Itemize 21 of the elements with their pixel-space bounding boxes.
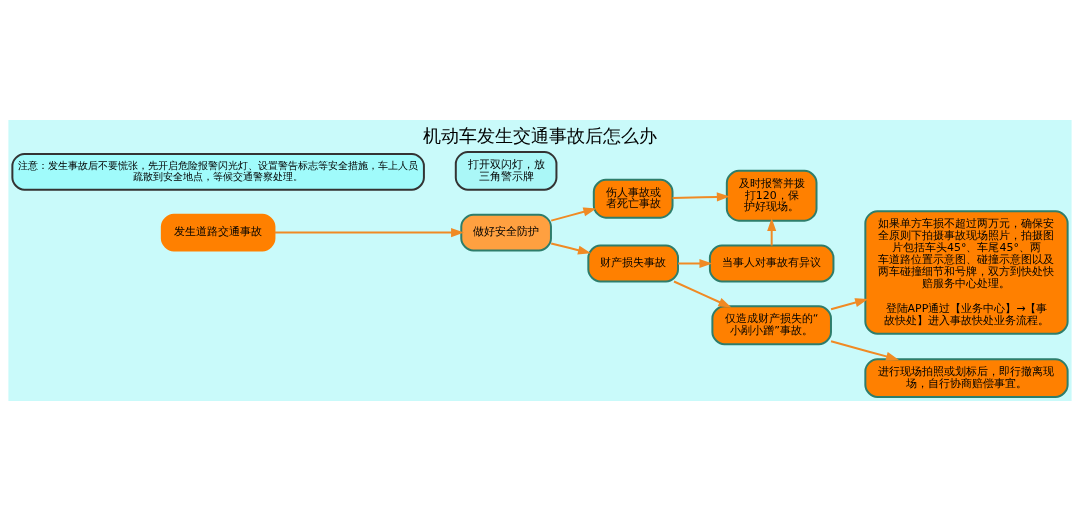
node-box: 及时报警并拨打120，保护好现场。 (725, 169, 818, 222)
node-box: 做好安全防护 (460, 213, 552, 252)
node-box: 当事人对事故有异议 (708, 244, 835, 282)
arrow (830, 339, 899, 361)
arrow (677, 258, 713, 268)
arrow (830, 297, 869, 310)
arrow (550, 242, 591, 255)
arrow (550, 206, 597, 222)
node-box: 进行现场拍照或划标后，即行撤离现场，自行协商赔偿事宜。 (864, 357, 1069, 398)
arrow (273, 227, 465, 237)
node-box: 发生道路交通事故 (160, 213, 276, 252)
node-box: 注意：发生事故后不要慌张，先开启危险报警闪光灯、设置警告标志等安全措施，车上人员疏散到安全地点，等候交通警察处理。 (11, 152, 425, 191)
arrow (673, 280, 732, 307)
node-box: 伤人事故或者死亡事故 (592, 178, 674, 219)
arrow (767, 217, 777, 246)
node-box: 财产损失事故 (587, 244, 679, 282)
node-box: 打开双闪灯，放三角警示牌 (454, 150, 558, 191)
node-box: 如果单方车损不超过两万元，确保安全原则下拍摄事故现场照片，拍摄图片包括车头45°、车尾45°、两车道路位置示意图、碰撞示意图以及两车碰撞细节和号牌，双方到快处快赔服务中心处理。 登陆APP通过【业务中心】→【事故快处】进入事故快处业务流程。 (864, 209, 1069, 335)
diagram-title: 机动车发生交通事故后怎么办 (423, 124, 657, 146)
node-box: 仅造成财产损失的“小剐小蹭”事故。 (711, 304, 832, 345)
arrow (671, 191, 730, 201)
